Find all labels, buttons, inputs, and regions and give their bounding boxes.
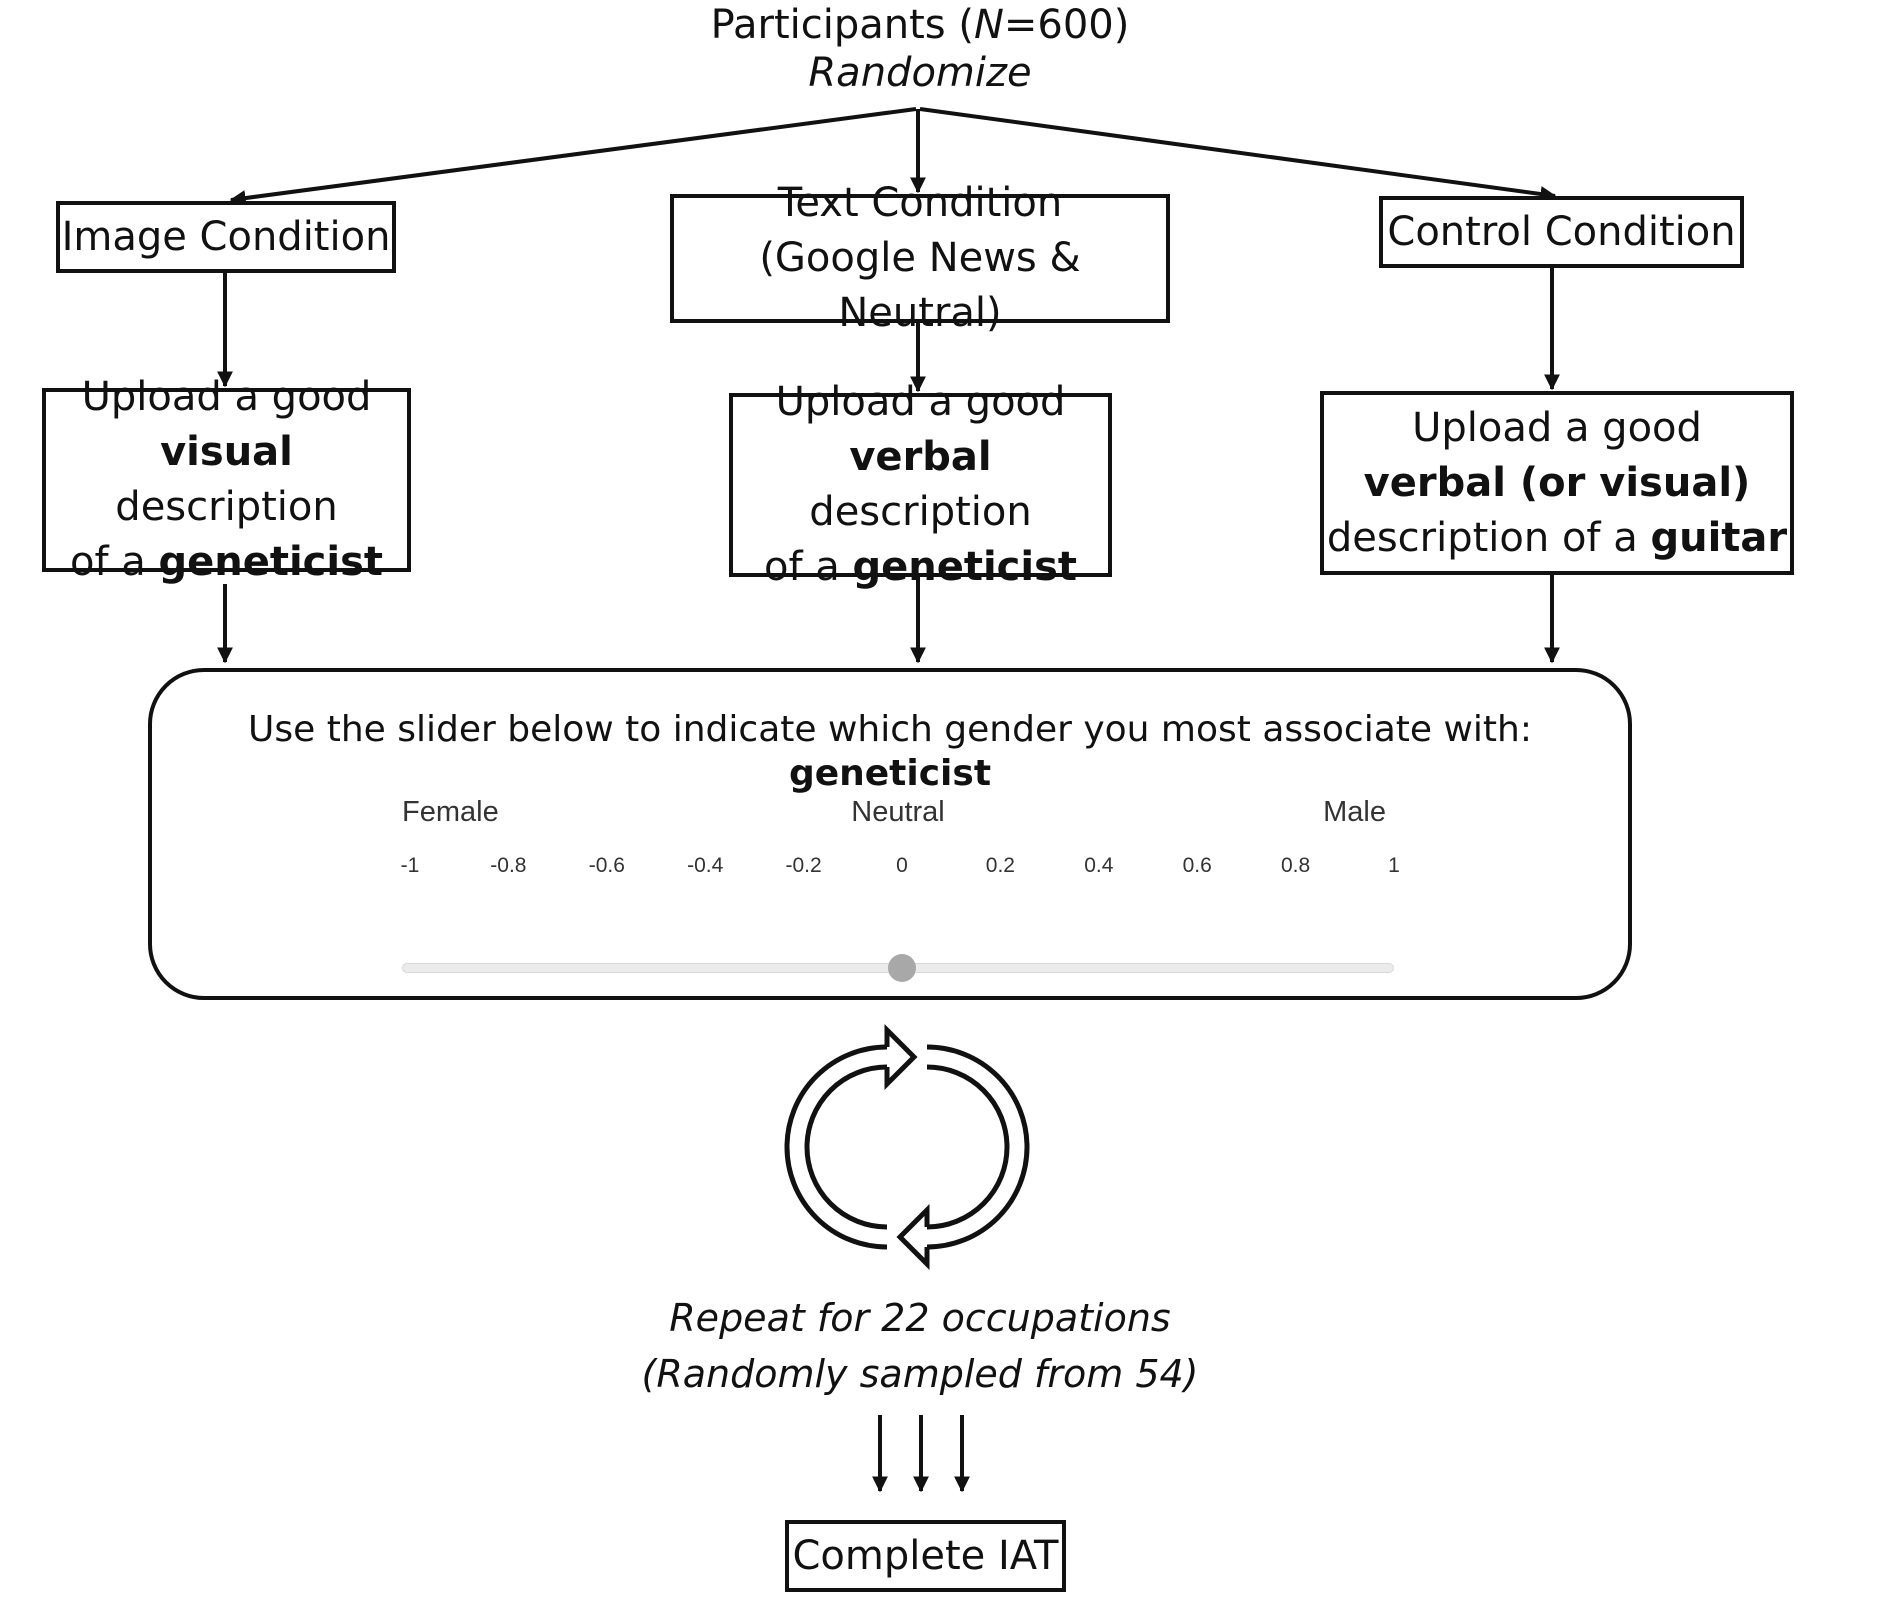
image-condition-label: Image Condition	[61, 213, 391, 260]
slider-label-male: Male	[1323, 796, 1386, 828]
slider-tick-label: -1	[400, 854, 420, 877]
slider-tick-label: -0.4	[687, 854, 724, 877]
slider-tick-label: -0.2	[785, 854, 822, 877]
slider-tick-label: 0.2	[985, 854, 1015, 877]
arrow-randomize-to-control	[919, 107, 1557, 202]
participants-header: Participants (N=600)	[710, 2, 1130, 48]
slider-tick-label: 0.6	[1182, 854, 1212, 877]
slider-label-female: Female	[402, 796, 499, 828]
slider-tick-label: 0.4	[1084, 854, 1114, 877]
refresh-cycle-icon	[784, 1023, 1030, 1271]
arrow-randomize-to-image	[229, 107, 917, 206]
slider-tick-label: -0.8	[490, 854, 527, 877]
n-symbol: N	[973, 2, 1004, 48]
repeat-text-line1: Repeat for 22 occupations	[669, 1296, 1171, 1340]
image-condition-box: Image Condition	[56, 201, 396, 273]
complete-iat-box: Complete IAT	[785, 1520, 1066, 1592]
randomize-label: Randomize	[808, 50, 1032, 96]
control-condition-label: Control Condition	[1387, 208, 1736, 255]
text-condition-line2: (Google News & Neutral)	[759, 235, 1081, 336]
text-condition-line1: Text Condition	[777, 180, 1063, 226]
complete-iat-label: Complete IAT	[792, 1532, 1059, 1579]
control-task-box: Upload a good verbal (or visual) descrip…	[1320, 391, 1794, 575]
control-condition-box: Control Condition	[1379, 196, 1744, 268]
slider-prompt: Use the slider below to indicate which g…	[248, 709, 1532, 794]
text-task-box: Upload a good verbal description of a ge…	[729, 379, 1112, 590]
slider-tick-label: 0	[896, 854, 908, 877]
slider-tick-label: -0.6	[588, 854, 625, 877]
slider-tick-label: 0.8	[1280, 854, 1311, 877]
slider-label-neutral: Neutral	[851, 796, 945, 828]
text-condition-box: Text Condition (Google News & Neutral)	[670, 180, 1170, 336]
slider-thumb[interactable]	[888, 954, 916, 982]
image-task-box: Upload a good visual description of a ge…	[42, 374, 411, 585]
slider-tick-label: 1	[1388, 854, 1400, 877]
slider-question-panel: Use the slider below to indicate which g…	[148, 668, 1632, 1000]
repeat-text-line2: (Randomly sampled from 54)	[641, 1352, 1199, 1396]
